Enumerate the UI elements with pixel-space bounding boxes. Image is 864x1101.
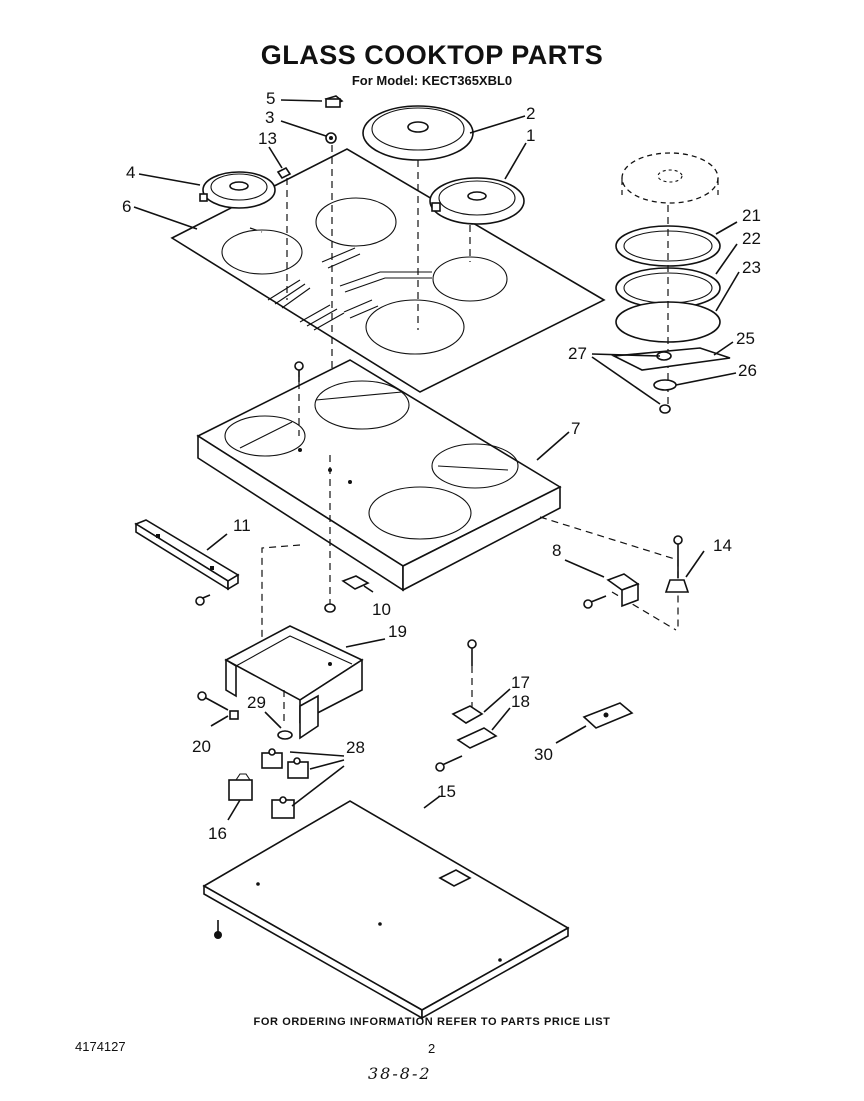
mounting-bracket-left xyxy=(134,519,240,606)
page-title: GLASS COOKTOP PARTS xyxy=(260,40,604,70)
glass-cooktop-panel xyxy=(170,148,606,393)
model-subtitle: For Model: KECT365XBL0 xyxy=(351,73,513,88)
callout-21: 21 xyxy=(742,206,761,225)
radiant-element-assembly xyxy=(611,152,731,414)
callout-8: 8 xyxy=(552,541,561,560)
callout-20: 20 xyxy=(192,737,211,756)
bottom-panel xyxy=(202,800,570,1020)
callout-3: 3 xyxy=(265,108,274,127)
callout-6: 6 xyxy=(122,197,131,216)
screw-top xyxy=(294,361,304,382)
infinite-switches xyxy=(261,730,309,819)
clip-part xyxy=(324,575,370,613)
mounting-bracket-right xyxy=(583,535,690,609)
callout-numbers: 1 2 3 4 5 6 7 8 10 11 13 14 15 16 17 18 … xyxy=(122,89,761,843)
callout-4: 4 xyxy=(126,163,135,182)
screw-20 xyxy=(197,691,239,720)
callout-18: 18 xyxy=(511,692,530,711)
callout-13: 13 xyxy=(258,129,277,148)
control-channel xyxy=(224,625,364,740)
small-fastener-parts xyxy=(276,95,344,180)
terminal-block xyxy=(435,639,498,772)
callout-11: 11 xyxy=(233,516,251,535)
plate-part-30 xyxy=(582,702,634,729)
callout-17: 17 xyxy=(511,673,530,692)
callout-1: 1 xyxy=(526,126,535,145)
surface-burner-medium xyxy=(429,177,525,225)
switch-16 xyxy=(228,773,253,801)
callout-22: 22 xyxy=(742,229,761,248)
handwritten-note: 38-8-2 xyxy=(368,1064,432,1083)
callout-26: 26 xyxy=(738,361,757,380)
callout-10: 10 xyxy=(372,600,391,619)
callout-leaders xyxy=(133,99,740,821)
ordering-note: FOR ORDERING INFORMATION REFER TO PARTS … xyxy=(253,1016,611,1028)
callout-7: 7 xyxy=(571,419,580,438)
surface-burner-small xyxy=(199,171,276,209)
callout-25: 25 xyxy=(736,329,755,348)
callout-14: 14 xyxy=(713,536,732,555)
callout-29: 29 xyxy=(247,693,266,712)
callout-30: 30 xyxy=(534,745,553,764)
cooktop-main-top xyxy=(196,359,562,592)
surface-burner-large xyxy=(362,105,474,161)
callout-28: 28 xyxy=(346,738,365,757)
callout-19: 19 xyxy=(388,622,407,641)
page-number: 2 xyxy=(428,1041,436,1056)
callout-15: 15 xyxy=(437,782,456,801)
document-number: 4174127 xyxy=(75,1039,126,1054)
callout-27: 27 xyxy=(568,344,587,363)
callout-16: 16 xyxy=(208,824,227,843)
callout-2: 2 xyxy=(526,104,535,123)
callout-23: 23 xyxy=(742,258,761,277)
callout-5: 5 xyxy=(266,89,275,108)
